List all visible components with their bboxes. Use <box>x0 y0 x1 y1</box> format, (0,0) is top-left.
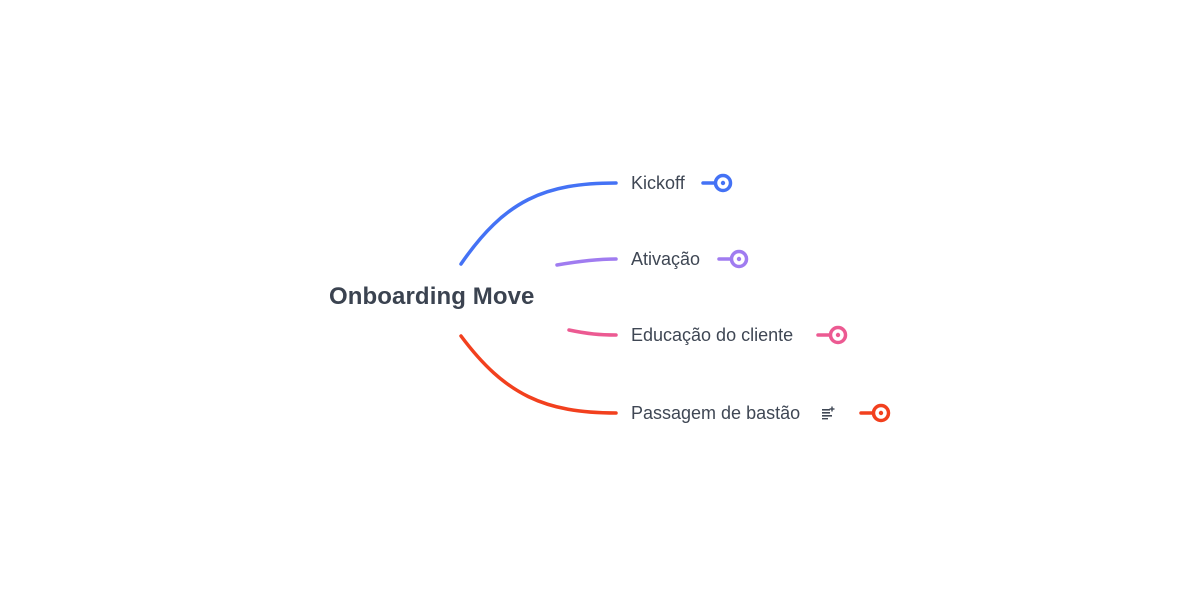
root-topic[interactable]: Onboarding Move <box>329 283 535 310</box>
collapse-handle-kickoff[interactable] <box>701 173 733 193</box>
topic-kickoff[interactable]: Kickoff <box>631 173 685 193</box>
connector-kickoff <box>459 181 618 266</box>
connector-educacao <box>567 328 618 337</box>
collapse-handle-ativacao[interactable] <box>717 249 749 269</box>
topic-educacao-do-cliente[interactable]: Educação do cliente <box>631 325 794 345</box>
collapse-handle-passagem[interactable] <box>859 403 891 423</box>
collapse-handle-educacao[interactable] <box>816 325 848 345</box>
connector-passagem <box>459 334 618 415</box>
topic-ativacao[interactable]: Ativação <box>631 249 701 269</box>
notes-icon[interactable] <box>821 406 835 420</box>
topic-passagem-de-bastao[interactable]: Passagem de bastão <box>631 403 801 423</box>
connector-ativacao <box>555 257 618 267</box>
